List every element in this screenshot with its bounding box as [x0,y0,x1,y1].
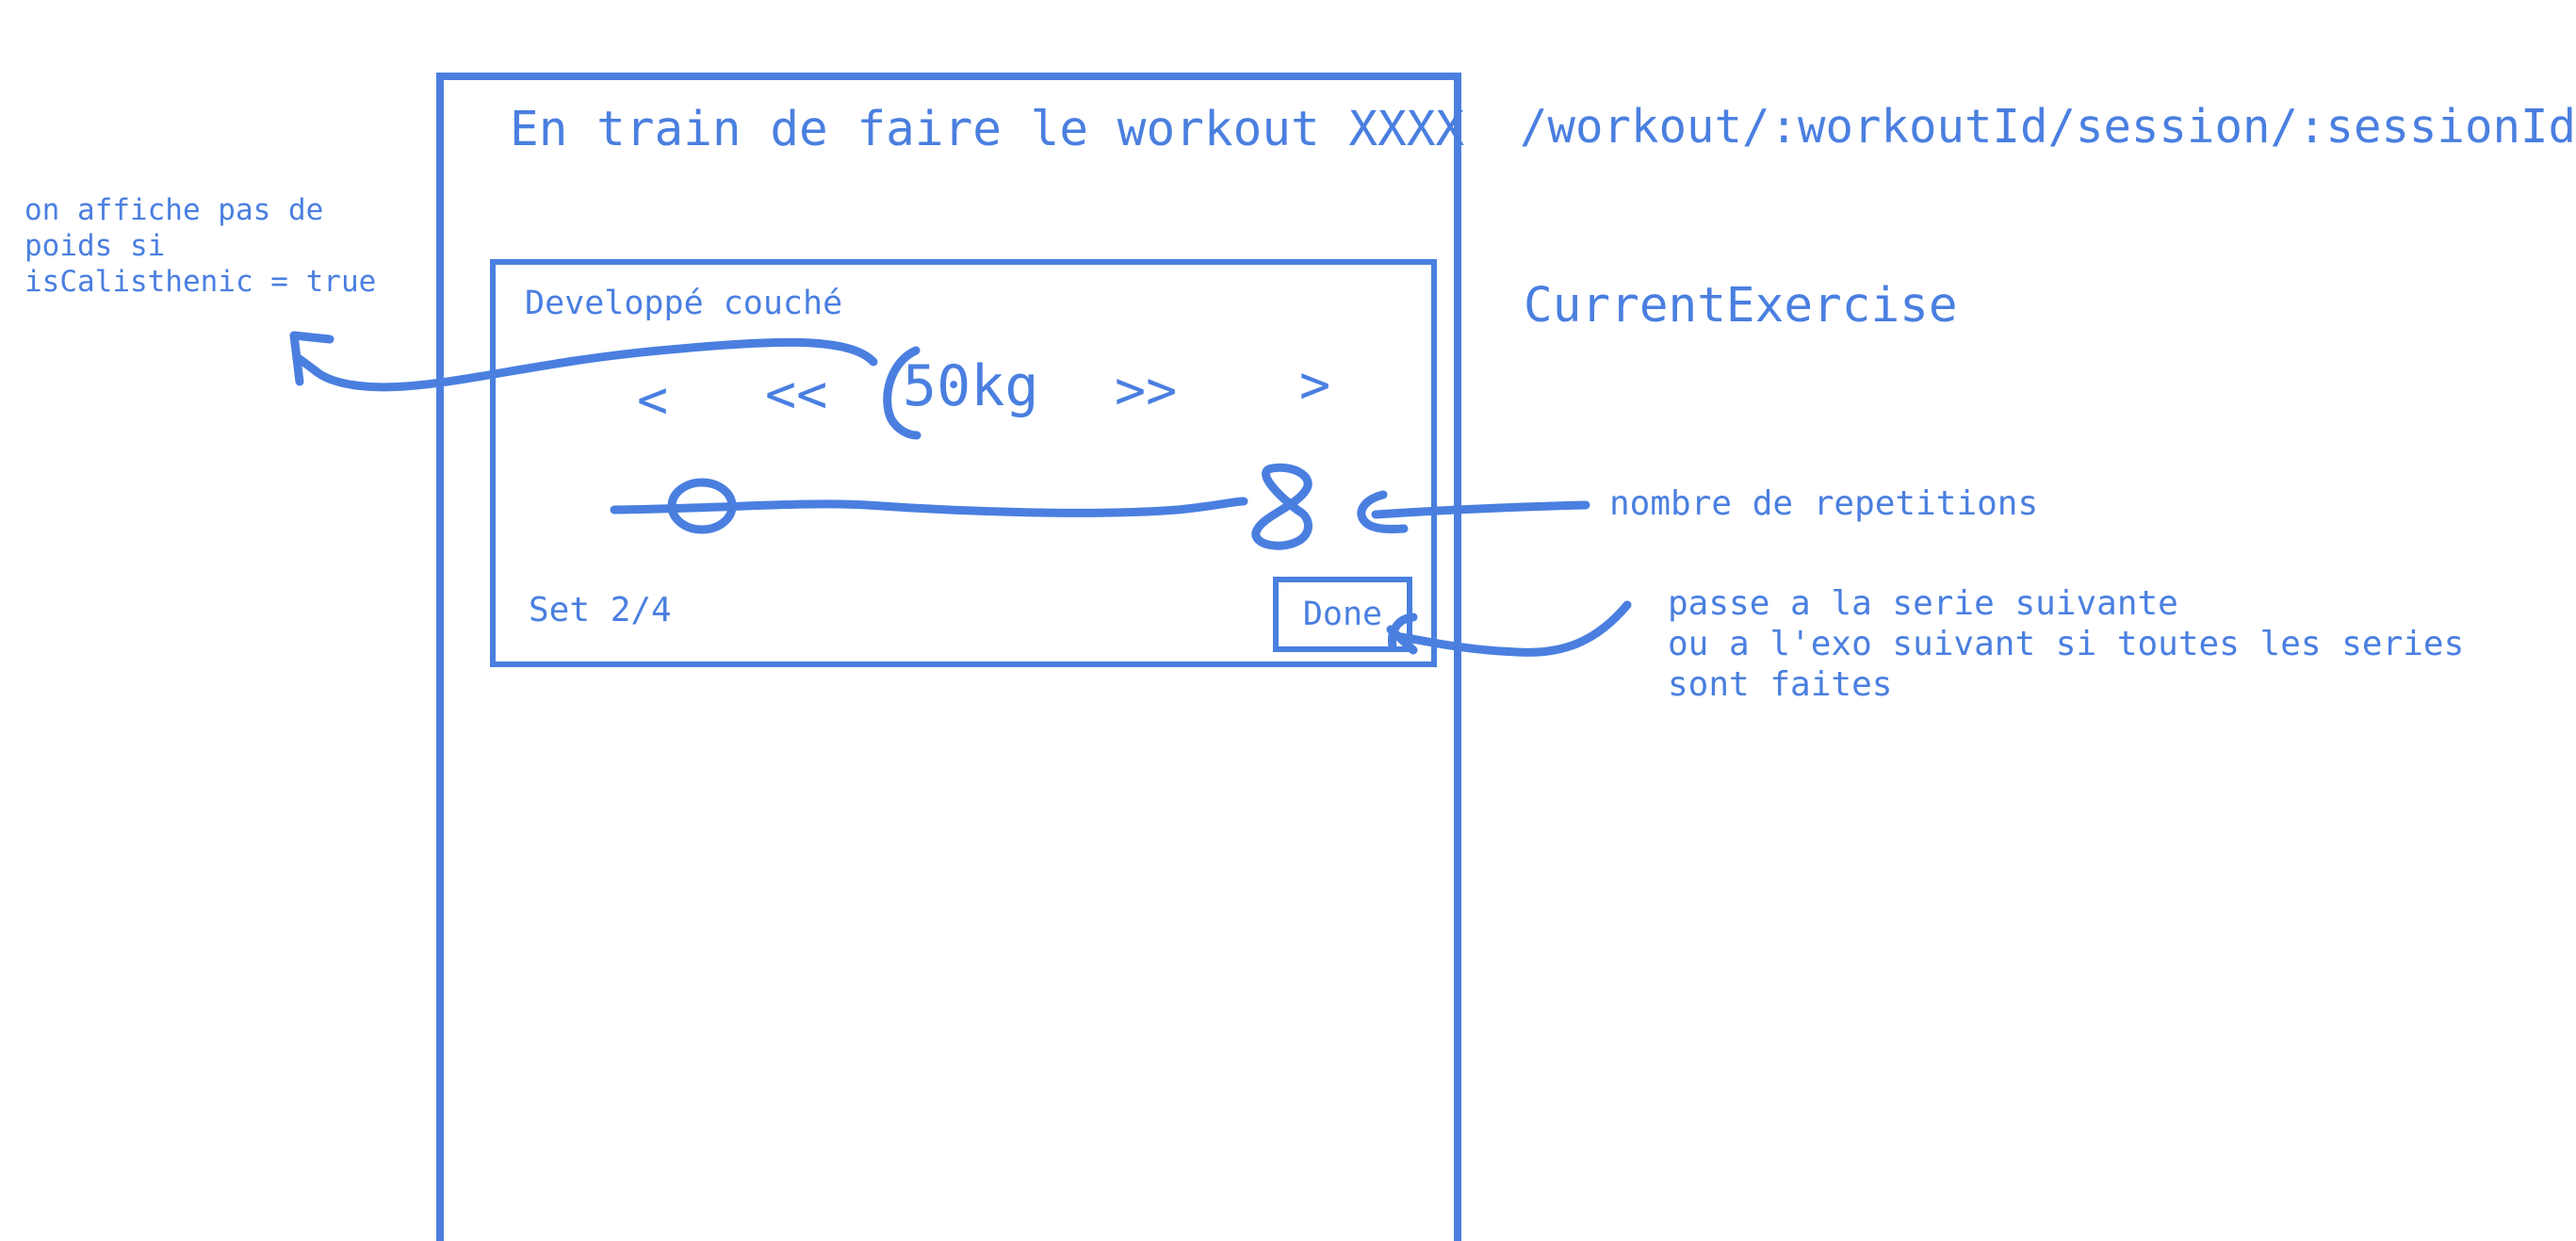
weight-value: 50kg [903,353,1039,419]
exercise-name: Developpé couché [525,285,843,322]
screen-frame [436,73,1461,1241]
weight-note-arrowhead [289,331,334,386]
done-note-arrowhead [1386,612,1418,655]
set-progress-label: Set 2/4 [529,591,672,629]
reps-value-glyph [1251,463,1312,550]
increase-weight-small-button[interactable]: > [1299,354,1331,415]
decrease-weight-big-button[interactable]: << [765,364,828,424]
done-note-arrow [1397,600,1632,657]
weight-annotation: on affiche pas de poids si isCalisthenic… [24,193,377,299]
reps-note-arrow [1357,490,1590,533]
reps-slider-thumb [667,478,737,534]
weight-bracket-mark [883,346,921,440]
increase-weight-big-button[interactable]: >> [1115,360,1178,420]
reps-annotation: nombre de repetitions [1609,484,2039,523]
sketch-strokes [289,331,1632,657]
route-path-label: /workout/:workoutId/session/:sessionId [1520,100,2576,154]
decrease-weight-small-button[interactable]: < [637,369,669,430]
current-exercise-card [490,259,1437,667]
component-name-label: CurrentExercise [1524,278,1958,334]
weight-note-arrow [295,337,878,392]
screen-title: En train de faire le workout XXXX [510,102,1465,157]
reps-slider-track [610,497,1248,517]
done-annotation: passe a la serie suivante ou a l'exo sui… [1668,584,2465,704]
